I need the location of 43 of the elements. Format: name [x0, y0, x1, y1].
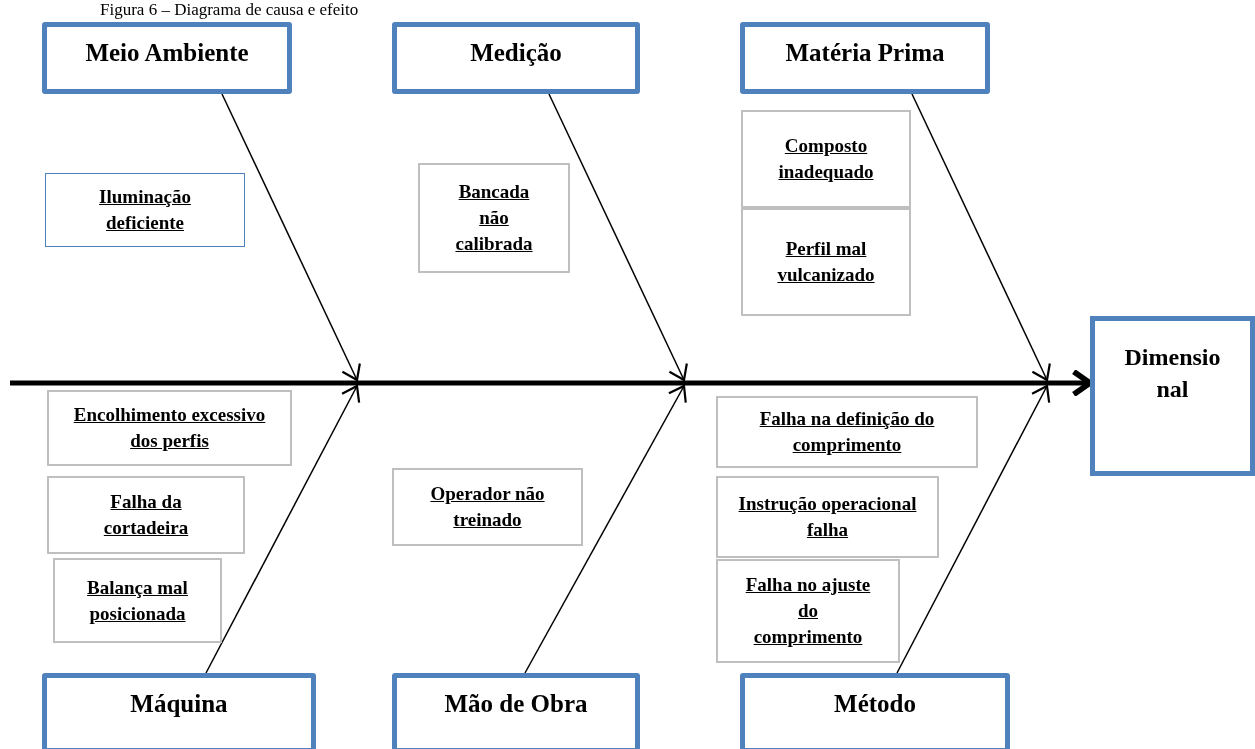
cause-box	[716, 396, 978, 468]
cause-label: Encolhimento excessivo dos perfis	[72, 403, 267, 453]
cause-box	[392, 468, 583, 546]
category-box	[42, 673, 316, 749]
cause-label: Falha no ajuste do comprimento	[745, 573, 871, 649]
category-label: Matéria Prima	[785, 39, 945, 67]
category-label: Meio Ambiente	[85, 39, 249, 67]
effect-box	[1090, 316, 1255, 476]
cause-label: Bancada não calibrada	[454, 180, 534, 256]
arrow	[911, 93, 1051, 382]
category-label: Mão de Obra	[444, 690, 588, 718]
cause-box	[45, 173, 245, 247]
cause-label: Balança mal posicionada	[86, 575, 189, 626]
cause-label: Composto inadequado	[777, 134, 875, 184]
cause-box	[53, 558, 222, 643]
arrow	[896, 384, 1051, 674]
cause-box	[716, 476, 939, 558]
cause-box	[741, 208, 911, 316]
category-box	[740, 673, 1010, 749]
category-box	[42, 22, 292, 94]
cause-label: Instrução operacional falha	[737, 492, 918, 542]
arrow	[548, 93, 688, 382]
arrow	[221, 93, 361, 382]
cause-label: Iluminação deficiente	[98, 185, 192, 235]
category-label: Máquina	[130, 690, 228, 718]
cause-box	[47, 476, 245, 554]
cause-box	[418, 163, 570, 273]
cause-box	[716, 559, 900, 663]
category-box	[392, 22, 640, 94]
category-label: Método	[834, 690, 916, 718]
cause-label: Falha da cortadeira	[102, 490, 190, 540]
cause-box	[741, 110, 911, 208]
effect-label: Dimensio nal	[1123, 343, 1222, 404]
cause-label: Falha na definição do comprimento	[758, 407, 936, 457]
category-box	[392, 673, 640, 749]
cause-label: Operador não treinado	[429, 482, 546, 532]
arrow	[524, 384, 687, 674]
category-label: Medição	[470, 39, 562, 67]
cause-label: Perfil mal vulcanizado	[776, 237, 876, 287]
cause-box	[47, 390, 292, 466]
figure-title: Figura 6 – Diagrama de causa e efeito	[100, 0, 359, 19]
arrow	[205, 384, 361, 674]
category-box	[740, 22, 990, 94]
